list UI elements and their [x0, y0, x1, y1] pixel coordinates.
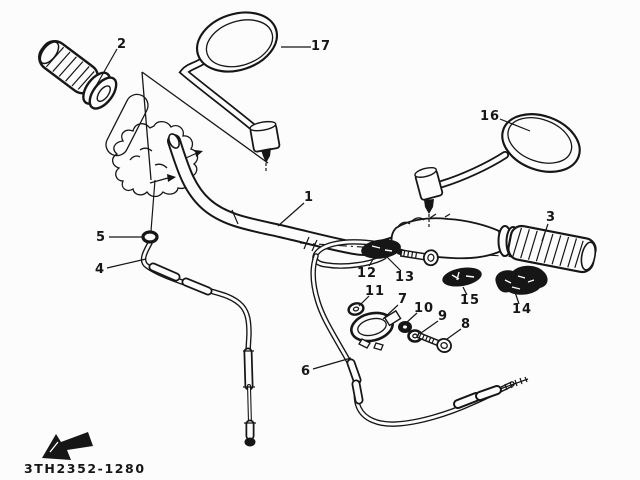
clamp-half-drawing: [442, 267, 482, 287]
nut-drawing: [141, 230, 159, 244]
washer-drawing: [347, 302, 365, 316]
alignment-line: [150, 179, 156, 232]
reference-arrow-icon: [185, 150, 203, 159]
right-mirror-drawing: [414, 113, 581, 228]
callout-16-leader: [499, 118, 531, 132]
switch-housing-drawing: [390, 213, 521, 260]
callout-13-leader: [384, 254, 402, 272]
left-mirror-drawing: [178, 11, 281, 173]
callout-14-leader: [514, 291, 520, 305]
part-code-text: 3TH2352-1280: [24, 461, 146, 476]
callout-7-label: 7: [398, 292, 408, 307]
bracket-drawing: [495, 265, 548, 295]
callout-3-label: 3: [546, 210, 556, 225]
callout-6-label: 6: [301, 364, 311, 379]
leader-lines: [95, 46, 549, 370]
ring-clamp-drawing: [350, 309, 402, 351]
callout-12-label: 12: [357, 266, 377, 281]
callout-9-label: 9: [438, 309, 448, 324]
washer-drawing: [398, 321, 412, 333]
callout-11-label: 11: [365, 284, 385, 299]
callout-8-label: 8: [461, 317, 471, 332]
callout-7-leader: [382, 304, 399, 320]
right-grip-drawing: [507, 224, 597, 274]
callout-4-leader: [106, 258, 147, 269]
callout-17-label: 17: [311, 39, 331, 54]
callout-10-leader: [405, 312, 418, 324]
pad-drawing: [105, 93, 149, 157]
callout-14-label: 14: [512, 302, 532, 317]
throttle-cable-drawing: [310, 239, 529, 427]
callout-11-leader: [358, 295, 370, 307]
callout-5-label: 5: [96, 230, 106, 245]
panel-outline-drawing: [141, 71, 269, 181]
screw-drawing: [416, 331, 452, 353]
callout-1-leader: [277, 202, 305, 227]
callout-15-leader: [462, 286, 468, 296]
callout-3-leader: [541, 223, 549, 242]
callout-13-label: 13: [395, 270, 415, 285]
reference-arrow-icon: [149, 174, 176, 184]
callout-2-leader: [95, 48, 118, 87]
callout-10-label: 10: [414, 301, 434, 316]
callout-12-leader: [368, 255, 376, 267]
left-grip-drawing: [38, 39, 118, 110]
bolt-drawing: [399, 249, 439, 267]
callout-15-label: 15: [460, 293, 480, 308]
callout-16-label: 16: [480, 109, 500, 124]
holder-sketch-drawing: [112, 120, 203, 198]
callout-1-label: 1: [304, 190, 314, 205]
callout-6-leader: [312, 357, 352, 370]
direction-arrow-icon: [42, 432, 93, 460]
callout-8-leader: [446, 328, 462, 340]
callout-4-label: 4: [95, 262, 105, 277]
callout-2-label: 2: [117, 37, 127, 52]
centerline: [299, 242, 550, 260]
cable-drawing: [140, 240, 256, 447]
callout-9-leader: [420, 320, 439, 334]
callout-labels: 1 2 3 4 5 6 7 8 9 10 11 12 13 14 15 16 1…: [95, 37, 556, 379]
